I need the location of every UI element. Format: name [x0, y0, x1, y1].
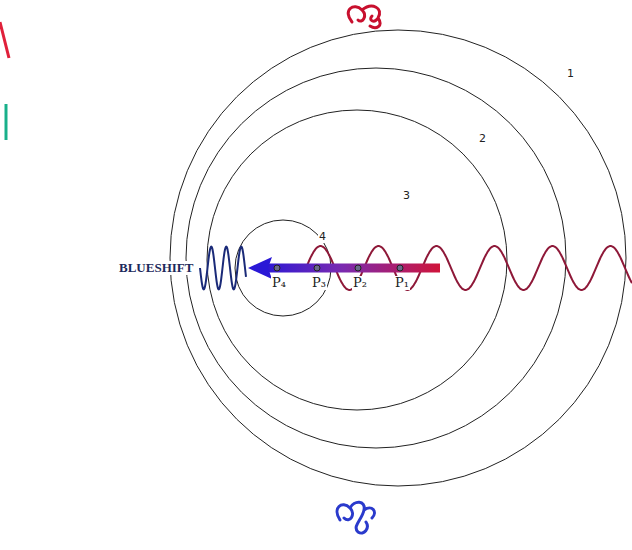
- edge-glyph: [5, 104, 8, 140]
- point-label: P₂: [352, 276, 368, 290]
- point-label: P₁: [394, 276, 410, 290]
- arrow-head: [248, 257, 272, 279]
- callout-number: 1: [566, 68, 575, 80]
- wavefront-circle: [186, 68, 566, 448]
- callout-number: 2: [478, 133, 487, 145]
- source-point: [397, 265, 403, 271]
- point-label: P₃: [311, 276, 327, 290]
- blue-wave: [200, 247, 246, 290]
- source-point: [314, 265, 320, 271]
- decor-glyph: [337, 502, 374, 533]
- point-label: P₄: [271, 276, 287, 290]
- source-point: [355, 265, 361, 271]
- callout-number: 4: [318, 231, 327, 243]
- wavefront-circle: [170, 30, 626, 486]
- red-wave: [306, 246, 632, 290]
- decor-glyph: [348, 6, 380, 27]
- shift-label: BLUESHIFT: [118, 261, 194, 275]
- callout-number: 3: [402, 190, 411, 202]
- edge-glyph: [0, 22, 9, 58]
- source-point: [274, 265, 280, 271]
- wavefront-circle: [207, 110, 507, 410]
- motion-arrow: [262, 264, 440, 273]
